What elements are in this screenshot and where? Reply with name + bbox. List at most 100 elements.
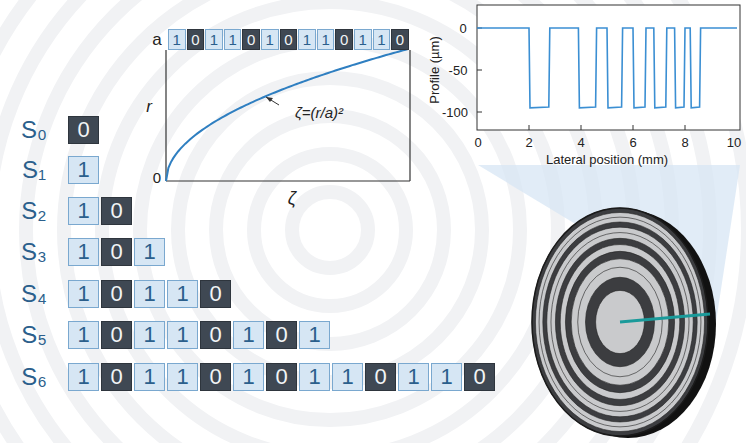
- background-ring: [292, 192, 368, 268]
- bit-value: 0: [209, 283, 221, 305]
- axis-title: Lateral position (mm): [546, 153, 668, 166]
- bit-value: 1: [77, 241, 89, 263]
- bit-cell: 0: [335, 29, 353, 50]
- bit-cell: 1: [373, 29, 391, 50]
- bit-value: 1: [173, 32, 181, 47]
- tick-label: 4: [577, 136, 584, 149]
- bit-cell: 1: [68, 280, 99, 308]
- bit-cell: 1: [431, 363, 462, 391]
- tick-label: 0: [153, 170, 161, 185]
- bit-value: 0: [396, 32, 404, 47]
- bit-value: 0: [110, 241, 122, 263]
- bit-value: 1: [341, 366, 353, 388]
- bit-value: 1: [176, 324, 188, 346]
- bit-value: 0: [284, 32, 292, 47]
- bit-value: 0: [340, 32, 348, 47]
- bit-cell: 0: [68, 116, 99, 144]
- curve-equation: ζ=(r/a)²: [295, 105, 343, 120]
- bit-value: 0: [209, 366, 221, 388]
- bit-cell: 0: [101, 321, 132, 349]
- bit-cell: 1: [233, 363, 264, 391]
- bit-cell: 1: [299, 363, 330, 391]
- sqrt-curve: [166, 49, 408, 181]
- bit-value: 1: [77, 366, 89, 388]
- bit-value: 1: [377, 32, 385, 47]
- bit-value: 1: [176, 283, 188, 305]
- bit-cell: 0: [266, 321, 297, 349]
- bit-value: 1: [77, 200, 89, 222]
- sequence-name: S₆: [21, 365, 47, 389]
- bit-cell: 0: [200, 363, 231, 391]
- tick-label: 0: [474, 136, 481, 149]
- bit-cell: 1: [134, 238, 165, 266]
- bit-cell: 1: [68, 238, 99, 266]
- bit-cell: 0: [280, 29, 298, 50]
- bit-cell: 1: [261, 29, 279, 50]
- zeta-chart: [166, 49, 410, 181]
- bit-cell: 0: [101, 280, 132, 308]
- bit-cell: 1: [168, 29, 186, 50]
- bit-cell: 1: [167, 321, 198, 349]
- bit-cell: 1: [317, 29, 335, 50]
- bit-value: 1: [176, 366, 188, 388]
- tick-label: 2: [525, 136, 532, 149]
- leader-line: [266, 97, 279, 105]
- bit-cell: 1: [332, 363, 363, 391]
- bit-value: 1: [242, 324, 254, 346]
- bit-cell: 0: [101, 197, 132, 225]
- bit-cell: 0: [391, 29, 409, 50]
- bit-value: 1: [210, 32, 218, 47]
- bit-cell: 1: [224, 29, 242, 50]
- bit-cell: 1: [233, 321, 264, 349]
- sequence-name: S₅: [21, 323, 47, 347]
- bit-value: 0: [473, 366, 485, 388]
- tick-label: 8: [681, 136, 688, 149]
- bit-cell: 1: [134, 363, 165, 391]
- axis-label: r: [146, 98, 152, 115]
- tick-label: 6: [629, 136, 636, 149]
- bit-cell: 0: [464, 363, 495, 391]
- bit-value: 1: [266, 32, 274, 47]
- bit-value: 0: [110, 324, 122, 346]
- axis-label: a: [152, 31, 161, 48]
- bit-value: 1: [440, 366, 452, 388]
- bit-cell: 1: [167, 363, 198, 391]
- bit-cell: 1: [205, 29, 223, 50]
- bit-value: 1: [242, 366, 254, 388]
- bit-cell: 0: [242, 29, 260, 50]
- radius-line: [620, 314, 710, 322]
- tick-label: 0: [459, 22, 466, 35]
- bit-cell: 1: [398, 363, 429, 391]
- bit-cell: 1: [68, 156, 99, 184]
- bit-cell: 1: [167, 280, 198, 308]
- bit-cell: 1: [68, 363, 99, 391]
- bit-value: 0: [191, 32, 199, 47]
- tick-label: -100: [442, 106, 468, 119]
- bit-value: 1: [308, 324, 320, 346]
- tick-label: 10: [727, 136, 741, 149]
- bit-value: 0: [110, 200, 122, 222]
- sequence-name: S₃: [21, 240, 47, 264]
- bit-cell: 1: [134, 321, 165, 349]
- bit-value: 0: [275, 366, 287, 388]
- sequence-name: S₀: [21, 118, 47, 142]
- sequence-name: S₁: [22, 158, 46, 182]
- bit-value: 1: [77, 324, 89, 346]
- profile-plot: [477, 5, 740, 130]
- axis-title: Profile (µm): [428, 36, 441, 103]
- bit-cell: 0: [365, 363, 396, 391]
- background-ring: [254, 154, 406, 306]
- bit-value: 1: [143, 324, 155, 346]
- lens-illustration: [532, 208, 716, 438]
- bit-cell: 1: [68, 197, 99, 225]
- bit-value: 1: [359, 32, 367, 47]
- bit-value: 1: [321, 32, 329, 47]
- axis-label: ζ: [288, 189, 296, 207]
- bit-value: 0: [275, 324, 287, 346]
- bit-value: 1: [143, 366, 155, 388]
- bit-cell: 0: [200, 280, 231, 308]
- bit-value: 1: [77, 159, 89, 181]
- bit-value: 1: [308, 366, 320, 388]
